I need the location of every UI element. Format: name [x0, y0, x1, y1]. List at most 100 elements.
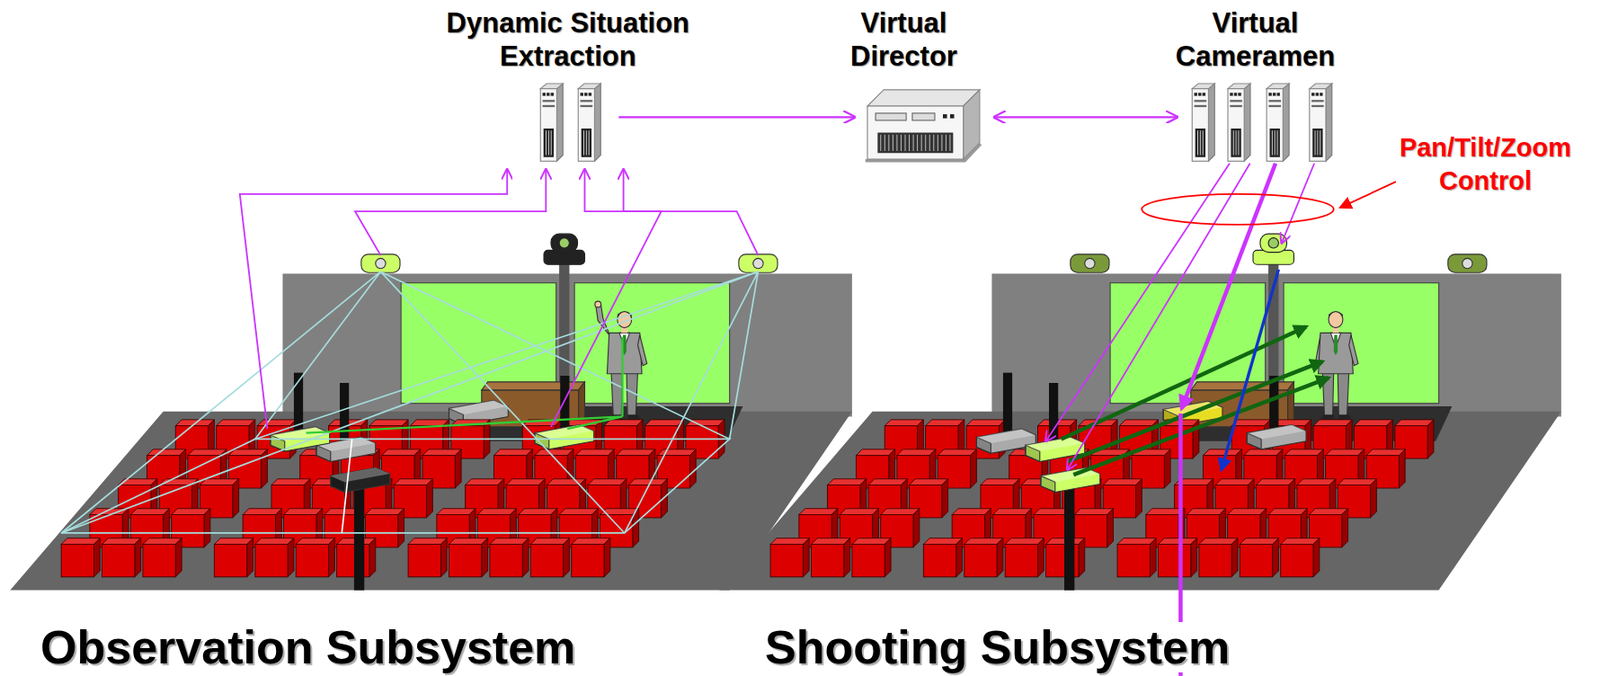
- seat: [369, 538, 376, 578]
- server-icon: [945, 134, 947, 152]
- node-heading: Dynamic Situation Extraction: [424, 6, 712, 73]
- seat: [1268, 508, 1307, 516]
- seat: [369, 419, 409, 427]
- server-icon: [924, 134, 926, 152]
- seat: [1078, 538, 1085, 578]
- server-icon: [1319, 92, 1323, 96]
- seat: [1280, 538, 1320, 578]
- seat: [146, 449, 186, 456]
- tracking-lines: [306, 337, 623, 434]
- server-icon: [1227, 83, 1251, 89]
- seat: [1199, 543, 1232, 577]
- seat: [287, 538, 294, 578]
- seat: [1227, 508, 1267, 516]
- server-icon: [1190, 83, 1340, 164]
- server-icon: [1229, 105, 1243, 107]
- subsystem-title: Observation Subsystem: [40, 622, 576, 673]
- coverage-lines: [61, 438, 730, 534]
- seat: [1255, 479, 1295, 486]
- server-icon: [1316, 130, 1318, 155]
- seat: [852, 538, 891, 545]
- server-icon: [551, 92, 554, 96]
- seat: [337, 543, 370, 577]
- seat: [1398, 449, 1405, 489]
- seat: [477, 508, 516, 516]
- coverage-lines: [61, 271, 758, 534]
- seat: [284, 508, 323, 516]
- control-ellipse: [1141, 194, 1334, 225]
- seat: [408, 538, 447, 545]
- seat: [422, 449, 462, 456]
- server-icon: [867, 83, 982, 164]
- seat: [102, 538, 142, 545]
- seat: [937, 449, 977, 456]
- seat: [518, 508, 558, 516]
- server-icon: [546, 92, 550, 96]
- server-icon: [1191, 88, 1209, 162]
- seat: [970, 449, 978, 489]
- seat: [657, 449, 696, 456]
- server-icon: [1227, 88, 1245, 162]
- server-icon: [1199, 130, 1200, 155]
- seat: [1119, 419, 1158, 427]
- server-icon: [908, 134, 910, 152]
- coverage-lines: [61, 271, 758, 534]
- server-icon: [578, 88, 596, 162]
- server-icon: [1201, 92, 1205, 96]
- control-wires: [1046, 163, 1316, 676]
- server-icon: [884, 134, 886, 152]
- server-icon: [588, 92, 592, 96]
- seat: [1107, 508, 1114, 548]
- ptz-camera: [543, 233, 585, 265]
- seat: [644, 419, 684, 427]
- seat: [134, 538, 142, 578]
- control-wires: [1046, 163, 1230, 442]
- server-icon: [541, 88, 558, 162]
- server-icon: [1282, 83, 1289, 161]
- seat: [448, 543, 481, 577]
- seat: [1199, 538, 1238, 545]
- seat: [1199, 538, 1238, 578]
- server-icon: [1276, 130, 1278, 155]
- seat: [1244, 449, 1283, 456]
- lecturer: [595, 301, 602, 308]
- seat: [770, 538, 809, 545]
- seat: [530, 538, 569, 545]
- server-icon: [543, 128, 554, 158]
- seat: [559, 508, 598, 516]
- seat: [61, 538, 100, 545]
- server-icon: [913, 134, 915, 152]
- server-icon: [921, 134, 923, 152]
- server-icon: [1311, 99, 1325, 102]
- seats: [770, 419, 1434, 578]
- server-icon: [1193, 92, 1197, 96]
- observation-wires: [240, 169, 759, 430]
- seat: [242, 508, 282, 516]
- observation-wires: [240, 169, 507, 430]
- server-icon: [877, 133, 953, 154]
- seat: [802, 538, 809, 578]
- seat: [1337, 479, 1377, 486]
- server-icon: [941, 134, 943, 152]
- wall-camera: [361, 254, 400, 273]
- server-icon: [583, 130, 585, 155]
- seat: [1117, 538, 1156, 545]
- coverage-lines: [61, 271, 730, 534]
- seat: [827, 479, 867, 486]
- server-icon: [1193, 99, 1207, 102]
- seat: [1149, 538, 1156, 578]
- seat: [884, 419, 924, 427]
- seat: [996, 538, 1004, 578]
- server-icon: [880, 134, 881, 152]
- server-icon: [580, 92, 584, 96]
- lecturer: [606, 311, 647, 418]
- server-icon: [551, 130, 552, 155]
- server-icon: [1314, 130, 1316, 155]
- seat: [852, 543, 885, 577]
- server-icon: [548, 130, 550, 155]
- server-icon: [1194, 128, 1205, 158]
- seat: [1313, 538, 1320, 578]
- server-icon: [542, 92, 546, 96]
- control-wires: [1066, 163, 1250, 471]
